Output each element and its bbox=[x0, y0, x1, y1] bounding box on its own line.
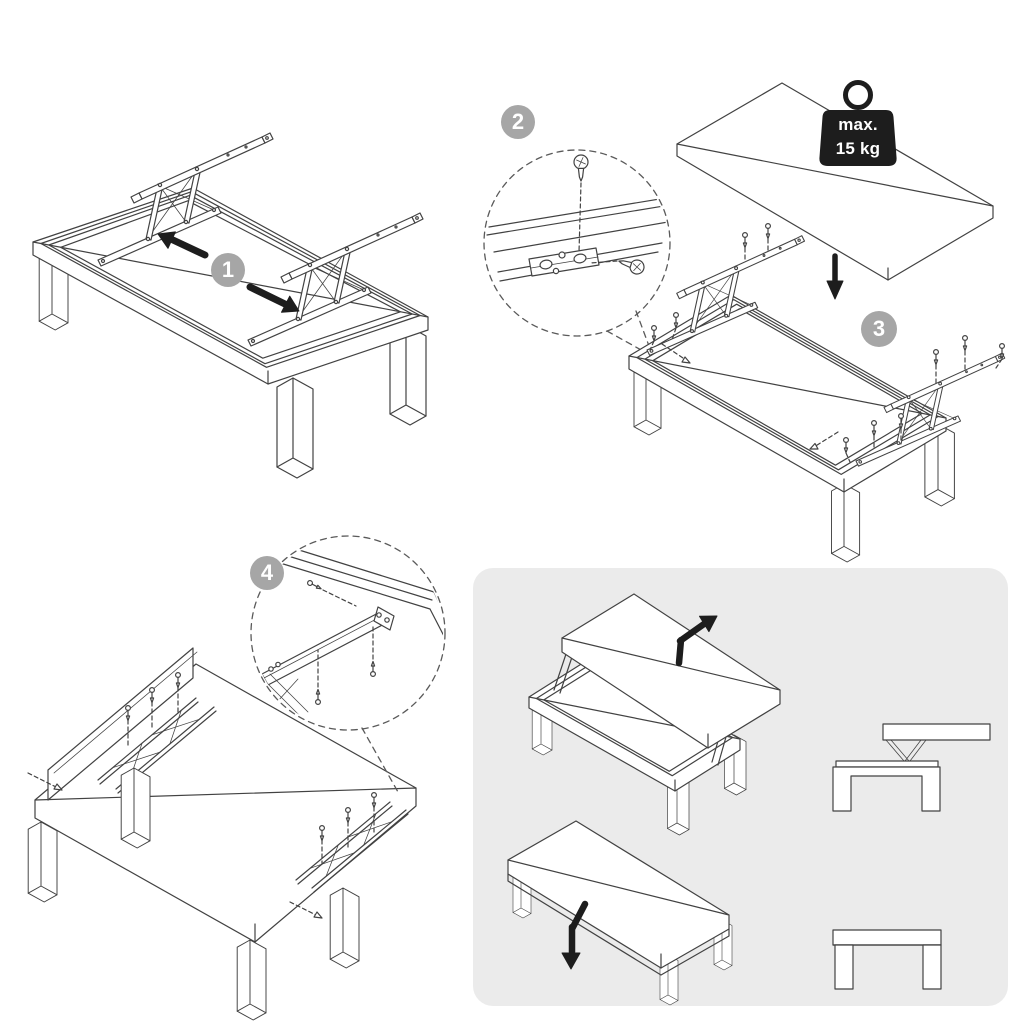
open-position-illustration bbox=[528, 593, 781, 836]
max-weight-line1: max. bbox=[838, 115, 878, 134]
table-leg bbox=[27, 821, 58, 903]
step-1-badge: 1 bbox=[211, 253, 245, 287]
mounting-bracket bbox=[261, 610, 389, 686]
table-leg bbox=[236, 939, 267, 1021]
screw-icon bbox=[315, 688, 321, 706]
table-frame bbox=[628, 294, 955, 563]
detail-leader-line bbox=[361, 727, 399, 793]
max-weight-line2: 15 kg bbox=[835, 139, 881, 158]
max-weight-label: max. 15 kg bbox=[816, 113, 900, 161]
bracket-detail bbox=[486, 154, 668, 282]
folded-mechanism bbox=[295, 801, 409, 893]
step1-illustration bbox=[32, 132, 429, 479]
detail-zoom-circle bbox=[483, 149, 671, 337]
side-view-open-icon bbox=[832, 723, 991, 812]
arrow-inward-left-icon bbox=[157, 231, 209, 259]
usage-panel-content bbox=[507, 593, 991, 1006]
detail-leader-line bbox=[606, 310, 650, 352]
table-leg bbox=[831, 483, 861, 563]
bracket-detail bbox=[261, 544, 443, 718]
table-leg bbox=[329, 887, 360, 969]
arrow-lift-up-icon bbox=[675, 615, 718, 667]
side-view-closed-icon bbox=[832, 929, 942, 990]
screw-icon bbox=[370, 660, 376, 678]
table-frame bbox=[32, 187, 429, 479]
step2-illustration bbox=[483, 149, 671, 352]
mounting-screws bbox=[27, 671, 377, 919]
step3-illustration bbox=[628, 80, 1006, 563]
arrow-push-down-icon bbox=[561, 900, 589, 970]
lift-linkage bbox=[553, 653, 727, 766]
closed-position-illustration bbox=[507, 820, 733, 1006]
mounting-screws bbox=[649, 223, 1006, 463]
max-weight-icon bbox=[819, 80, 897, 166]
step4-illustration bbox=[27, 535, 446, 1021]
arrow-inward-right-icon bbox=[246, 283, 300, 313]
screw-icon bbox=[573, 154, 589, 182]
detail-zoom-circle bbox=[250, 535, 446, 731]
inverted-table bbox=[27, 647, 417, 1021]
table-leg bbox=[276, 377, 314, 479]
table-leg bbox=[120, 767, 151, 849]
arrow-down-icon bbox=[826, 253, 844, 300]
tabletop bbox=[676, 82, 994, 281]
step-4-badge: 4 bbox=[250, 556, 284, 590]
step-2-badge: 2 bbox=[501, 105, 535, 139]
screw-icon bbox=[306, 579, 323, 592]
folded-mechanism bbox=[97, 697, 217, 794]
step-3-badge: 3 bbox=[861, 311, 897, 347]
screw-icon bbox=[616, 253, 647, 277]
